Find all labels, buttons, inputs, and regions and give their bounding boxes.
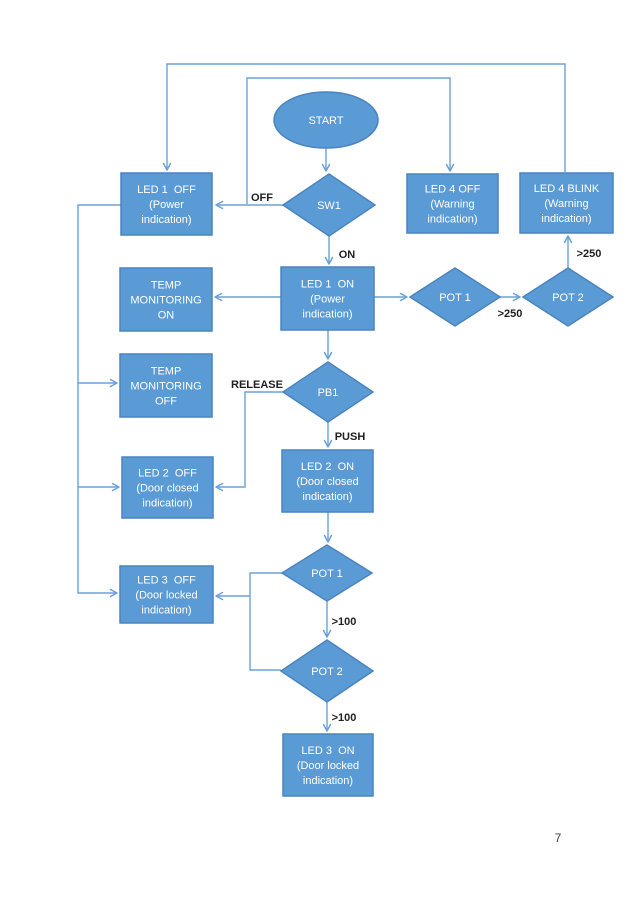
pot2-lower-shape xyxy=(279,639,375,703)
edge-pot-bypass-rail-lower xyxy=(249,572,282,671)
sw1-shape xyxy=(281,173,377,237)
node-pot2-upper: POT 2 xyxy=(521,267,615,327)
pot1-lower-label: POT 1 xyxy=(311,568,343,580)
page-number: 7 xyxy=(554,831,562,845)
edge-label-gt250-a: >250 xyxy=(498,308,523,320)
led4-off-shape xyxy=(406,173,499,234)
led2-off-shape xyxy=(121,456,214,519)
start-shape xyxy=(273,91,379,149)
edge-label-gt100-a: >100 xyxy=(332,616,357,628)
edge-pb1-release-to-led2-off xyxy=(215,391,283,492)
pb1-label: PB1 xyxy=(318,387,339,399)
edge-rail-to-led3-off xyxy=(77,487,118,598)
led1-off-shape xyxy=(120,172,213,236)
node-pot2-lower: POT 2 xyxy=(279,639,375,703)
node-pot1-lower: POT 1 xyxy=(280,544,374,602)
edge-rail-to-led2-off xyxy=(77,383,120,492)
edge-label-gt250-b: >250 xyxy=(577,248,602,260)
pot1-upper-label: POT 1 xyxy=(439,292,471,304)
edge-led4-blink-to-led1-off xyxy=(162,63,566,172)
edge-label-off: OFF xyxy=(251,192,273,204)
edge-led1-off-to-temp-off xyxy=(77,204,121,388)
temp-monitoring-off-shape xyxy=(119,353,213,418)
node-sw1: SW1 xyxy=(281,173,377,237)
edge-label-on: ON xyxy=(339,249,356,261)
edge-label-push: PUSH xyxy=(335,431,366,443)
led1-on-shape xyxy=(280,266,375,331)
sw1-label: SW1 xyxy=(317,200,341,212)
led2-on-shape xyxy=(281,449,374,513)
led3-off-shape xyxy=(119,565,214,624)
temp-monitoring-on-shape xyxy=(119,267,213,332)
start-label: START xyxy=(308,115,343,127)
node-pb1: PB1 xyxy=(281,361,375,423)
edge-label-gt100-b: >100 xyxy=(332,712,357,724)
led4-blink-shape xyxy=(519,172,614,234)
node-pot1-upper: POT 1 xyxy=(408,267,502,327)
pot2-upper-label: POT 2 xyxy=(552,292,584,304)
pot1-upper-shape xyxy=(408,267,502,327)
pot2-upper-shape xyxy=(521,267,615,327)
edge-label-release: RELEASE xyxy=(231,379,283,391)
led3-on-shape xyxy=(282,733,374,797)
node-start: START xyxy=(273,91,379,149)
pb1-shape xyxy=(281,361,375,423)
pot1-lower-shape xyxy=(280,544,374,602)
edge-off-branch-to-led4-off xyxy=(246,77,455,204)
pot2-lower-label: POT 2 xyxy=(311,666,343,678)
